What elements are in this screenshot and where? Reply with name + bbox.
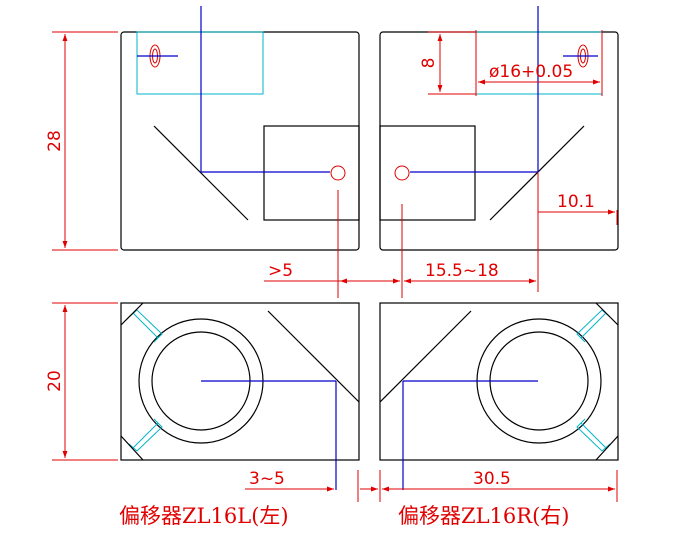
dim-10-1-label: 10.1 [557,192,595,212]
caption-left: 偏移器ZL16L(左) [119,504,289,528]
dimension-15-5-18: 15.5~18 [404,261,536,284]
dimension-30-5: 30.5 [382,469,615,492]
dim-bore-label: ø16+0.05 [489,62,573,82]
dimension-3-5: 3~5 [245,469,378,492]
dimension-8: 8 [419,31,476,95]
dimension-28: 28 [45,31,118,251]
dim-3-5-label: 3~5 [249,469,285,489]
dim-30-5-label: 30.5 [473,469,511,489]
right-top-view [379,6,619,298]
caption-right: 偏移器ZL16R(右) [398,504,569,528]
dimension-10-1: 10.1 [538,192,615,215]
dimension-20: 20 [45,302,118,461]
right-bottom-view [379,302,619,502]
dim-20-label: 20 [45,370,65,392]
dim-15-5-18-label: 15.5~18 [425,261,499,281]
left-top-view [120,6,360,298]
dimension-bore: ø16+0.05 [475,30,603,96]
dim-8-label: 8 [419,58,439,69]
dim-gt5-label: >5 [268,261,293,281]
left-bottom-view [120,302,360,502]
dim-28-label: 28 [45,130,65,152]
dimension-gt5: >5 [264,261,400,284]
